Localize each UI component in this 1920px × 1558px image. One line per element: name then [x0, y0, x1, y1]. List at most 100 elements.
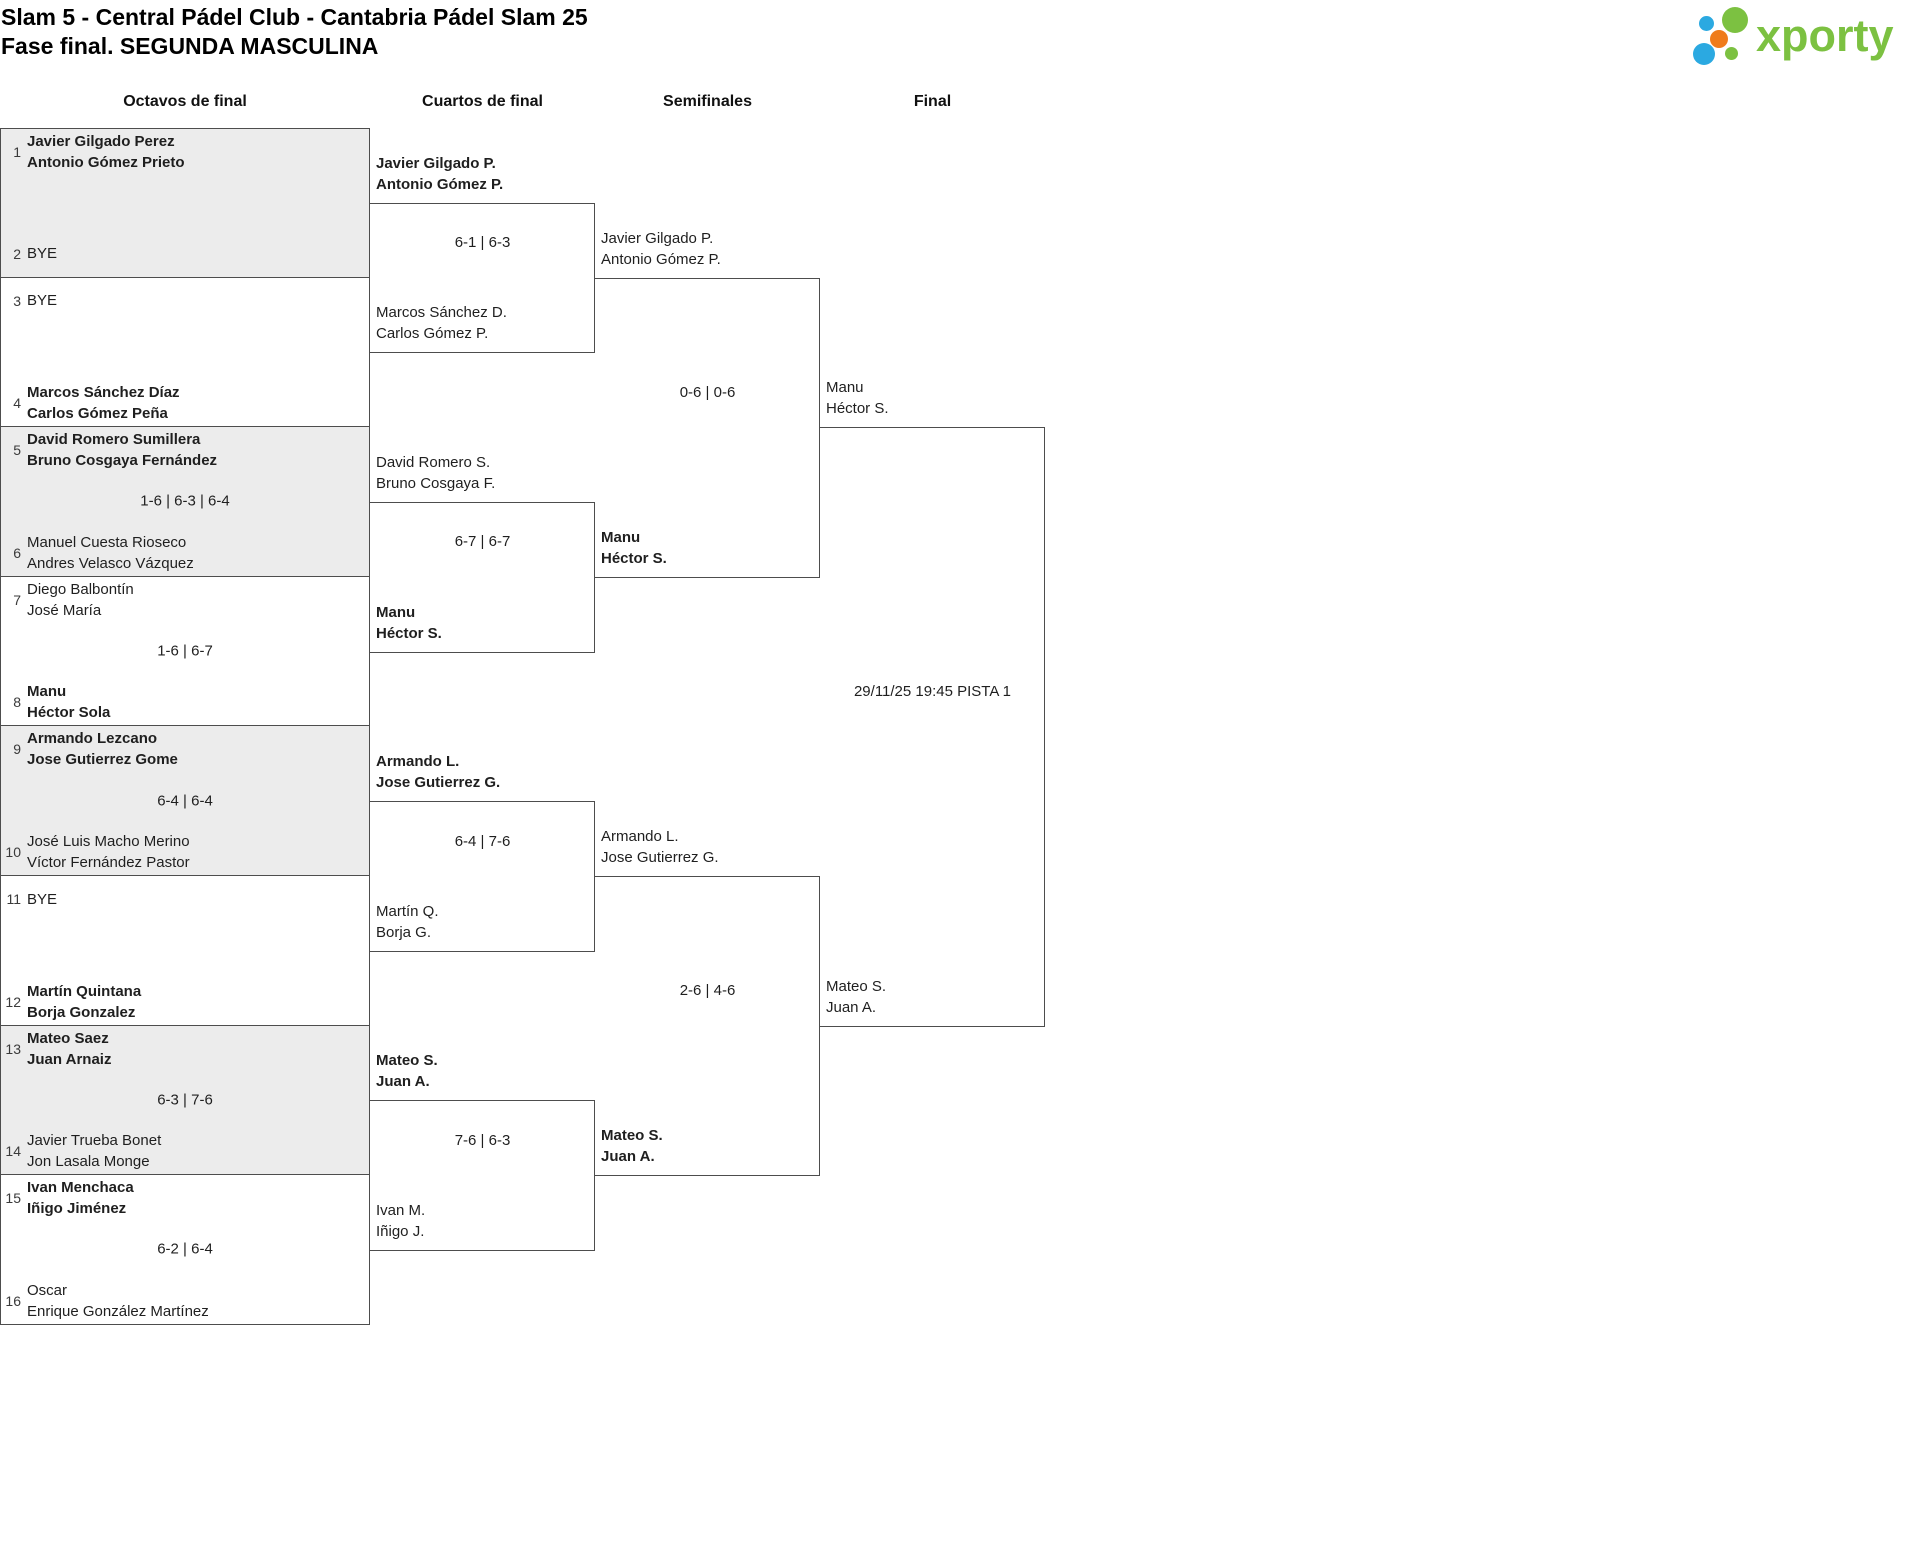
team-name-line: Bruno Cosgaya Fernández	[27, 452, 218, 470]
team-name-line: Andres Velasco Vázquez	[27, 554, 194, 572]
team-name: Armando Lezcano Jose Gutierrez Gome	[27, 728, 178, 770]
logo-dot-blue-large	[1693, 42, 1715, 65]
seed-number: 6	[13, 544, 21, 561]
team-row: 11 BYE	[1, 878, 369, 920]
team-name-line: Javier Gilgado P.	[601, 229, 714, 247]
team-name-line: Javier Trueba Bonet	[27, 1132, 162, 1150]
team-row: 16 Oscar Enrique González Martínez	[1, 1280, 369, 1322]
team-row: 9 Armando Lezcano Jose Gutierrez Gome	[1, 728, 369, 770]
team-name-line: Martín Quintana	[27, 982, 142, 1000]
team-name-line: Mateo Saez	[27, 1029, 109, 1047]
bracket-hline	[370, 651, 595, 653]
team-row: 12 Martín Quintana Borja Gonzalez	[1, 981, 369, 1023]
match-score: 6-3 | 7-6	[157, 1091, 213, 1109]
round-header-semifinales: Semifinales	[663, 93, 752, 110]
team-name-line: Marcos Sánchez Díaz	[27, 384, 180, 402]
bracket-vline	[1044, 427, 1045, 1026]
team-name-line: Manu	[826, 379, 864, 397]
match-score: 2-6 | 4-6	[679, 982, 736, 1000]
match-box: 9 Armando Lezcano Jose Gutierrez Gome 6-…	[0, 726, 370, 876]
team-name-line: Martín Q.	[376, 902, 439, 920]
team-row: 14 Javier Trueba Bonet Jon Lasala Monge	[1, 1130, 369, 1172]
team-row: 7 Diego Balbontín José María	[1, 579, 369, 621]
match-box: 5 David Romero Sumillera Bruno Cosgaya F…	[0, 427, 370, 577]
team-name-line: Víctor Fernández Pastor	[27, 853, 190, 871]
bracket-hline	[370, 502, 595, 503]
bracket-vline	[594, 1100, 595, 1250]
advancing-team-name: David Romero S. Bruno Cosgaya F.	[376, 452, 589, 494]
team-row: 5 David Romero Sumillera Bruno Cosgaya F…	[1, 429, 369, 471]
match-score: 1-6 | 6-3 | 6-4	[140, 492, 230, 510]
team-name: BYE	[27, 889, 57, 910]
seed-number: 15	[5, 1190, 21, 1207]
bracket-hline	[370, 801, 595, 803]
team-name-line: Manu	[601, 528, 641, 546]
team-name-line: Iñigo Jiménez	[27, 1200, 127, 1218]
team-name-line: Jon Lasala Monge	[27, 1153, 150, 1171]
match-box: 15 Ivan Menchaca Iñigo Jiménez 6-2 | 6-4…	[0, 1175, 370, 1325]
team-row: 13 Mateo Saez Juan Arnaiz	[1, 1028, 369, 1070]
team-name-line: Héctor Sola	[27, 704, 111, 722]
bracket-vline	[594, 202, 595, 353]
team-name: Martín Quintana Borja Gonzalez	[27, 981, 141, 1023]
advancing-team-name: Armando L. Jose Gutierrez G.	[376, 751, 589, 793]
team-name-line: Marcos Sánchez D.	[376, 304, 507, 322]
team-name-line: Juan A.	[601, 1148, 655, 1166]
team-name-line: Mateo S.	[376, 1052, 438, 1070]
team-row: 6 Manuel Cuesta Rioseco Andres Velasco V…	[1, 532, 369, 574]
seed-number: 3	[13, 292, 21, 309]
bracket-hline	[595, 1175, 820, 1177]
bracket-hline	[370, 1100, 595, 1102]
team-row: 2 BYE	[1, 233, 369, 275]
match-box: 11 BYE 12 Martín Quintana Borja Gonzalez	[0, 876, 370, 1026]
team-row: 3 BYE	[1, 280, 369, 322]
team-row: 4 Marcos Sánchez Díaz Carlos Gómez Peña	[1, 382, 369, 424]
match-box: 7 Diego Balbontín José María 1-6 | 6-7 8…	[0, 576, 370, 727]
team-name: David Romero Sumillera Bruno Cosgaya Fer…	[27, 429, 217, 471]
team-name: Diego Balbontín José María	[27, 579, 134, 621]
team-name-line: Enrique González Martínez	[27, 1302, 209, 1320]
team-name: Javier Trueba Bonet Jon Lasala Monge	[27, 1130, 161, 1172]
match-score: 6-7 | 6-7	[454, 533, 511, 551]
bracket-hline	[820, 1025, 1045, 1027]
team-name-line: Manu	[376, 603, 416, 621]
bracket-hline	[595, 277, 820, 279]
team-name: Manuel Cuesta Rioseco Andres Velasco Váz…	[27, 532, 194, 574]
team-row: 8 Manu Héctor Sola	[1, 681, 369, 723]
match-score: 1-6 | 6-7	[157, 642, 213, 660]
match-box: 3 BYE 4 Marcos Sánchez Díaz Carlos Gómez…	[0, 277, 370, 428]
page-subtitle: Fase final. SEGUNDA MASCULINA	[1, 33, 379, 59]
bracket-vline	[594, 801, 595, 951]
team-name-line: Juan Arnaiz	[27, 1050, 112, 1068]
team-name-line: Borja Gonzalez	[27, 1003, 136, 1021]
team-name: Marcos Sánchez Díaz Carlos Gómez Peña	[27, 382, 180, 424]
logo-dot-blue-small	[1699, 15, 1714, 31]
team-name-line: Manu	[27, 683, 67, 701]
seed-number: 10	[5, 843, 21, 860]
seed-number: 13	[5, 1040, 21, 1057]
page-title: Slam 5 - Central Pádel Club - Cantabria …	[1, 4, 588, 30]
match-score: 6-4 | 7-6	[454, 832, 511, 850]
seed-number: 8	[13, 694, 21, 711]
team-name-line: Borja G.	[376, 923, 432, 941]
match-box: 1 Javier Gilgado Perez Antonio Gómez Pri…	[0, 128, 370, 278]
team-name: Javier Gilgado Perez Antonio Gómez Priet…	[27, 131, 185, 173]
team-name-line: BYE	[27, 890, 58, 908]
seed-number: 2	[13, 245, 21, 262]
team-name-line: Armando L.	[601, 828, 679, 845]
seed-number: 4	[13, 395, 21, 412]
title-block: Slam 5 - Central Pádel Club - Cantabria …	[1, 3, 588, 61]
bracket-hline	[595, 576, 820, 578]
team-name-line: Mateo S.	[601, 1127, 663, 1145]
team-name-line: Manuel Cuesta Rioseco	[27, 533, 187, 551]
seed-number: 5	[13, 442, 21, 459]
match-score: 6-4 | 6-4	[157, 792, 213, 810]
advancing-team-name: Manu Héctor S.	[601, 527, 814, 569]
advancing-team-name: Javier Gilgado P. Antonio Gómez P.	[376, 153, 589, 195]
team-name-line: Ivan Menchaca	[27, 1179, 134, 1197]
team-name-line: Juan A.	[826, 998, 877, 1016]
team-name: Mateo Saez Juan Arnaiz	[27, 1028, 111, 1070]
team-name-line: Javier Gilgado P.	[376, 154, 496, 172]
team-name-line: Héctor S.	[376, 624, 442, 642]
